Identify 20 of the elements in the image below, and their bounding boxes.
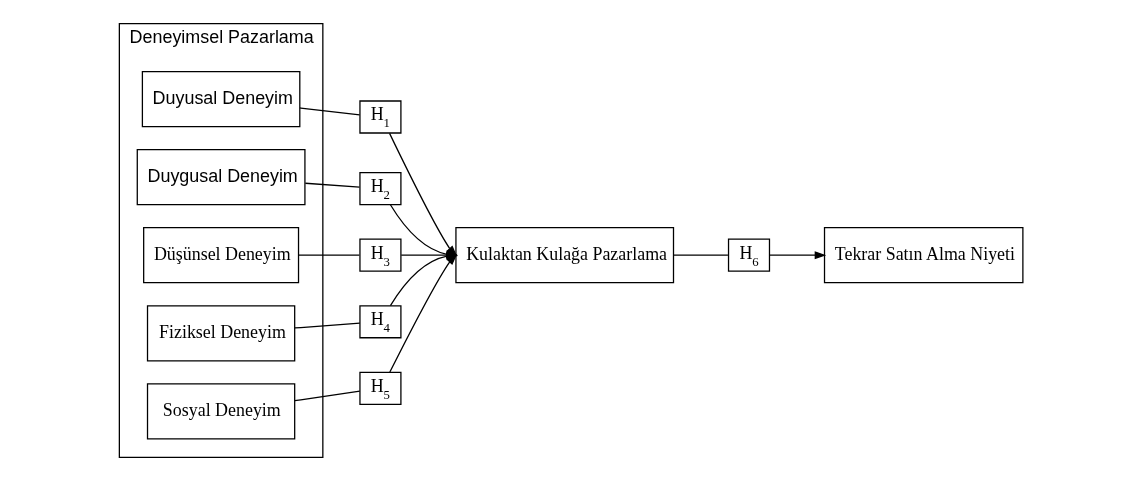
arrow — [768, 251, 826, 260]
connector — [293, 390, 360, 402]
node-box: H$_{1}$ — [358, 100, 402, 134]
node-box: Tekrar Satın Alma Niyeti — [823, 227, 1023, 284]
node-box: H$_{4}$ — [358, 305, 402, 339]
connector — [293, 322, 360, 329]
node-box: H$_{3}$ — [358, 238, 402, 272]
node-box: H$_{6}$ — [727, 238, 770, 272]
node-box: Kulaktan Kulağa Pazarlama — [454, 227, 674, 284]
connector — [297, 254, 360, 256]
node-box: Duyusal Deneyim — [141, 70, 300, 128]
node-box: H$_{2}$ — [358, 172, 402, 206]
connector — [304, 182, 360, 188]
node-box: Düşünsel Deneyim — [142, 227, 299, 284]
connector — [298, 107, 360, 116]
node-box: Fiziksel Deneyim — [146, 305, 295, 362]
node-box: H$_{5}$ — [358, 371, 402, 405]
node-box: Sosyal Deneyim — [146, 383, 295, 440]
node-box: Duygusal Deneyim — [136, 149, 306, 206]
connector — [672, 254, 729, 256]
